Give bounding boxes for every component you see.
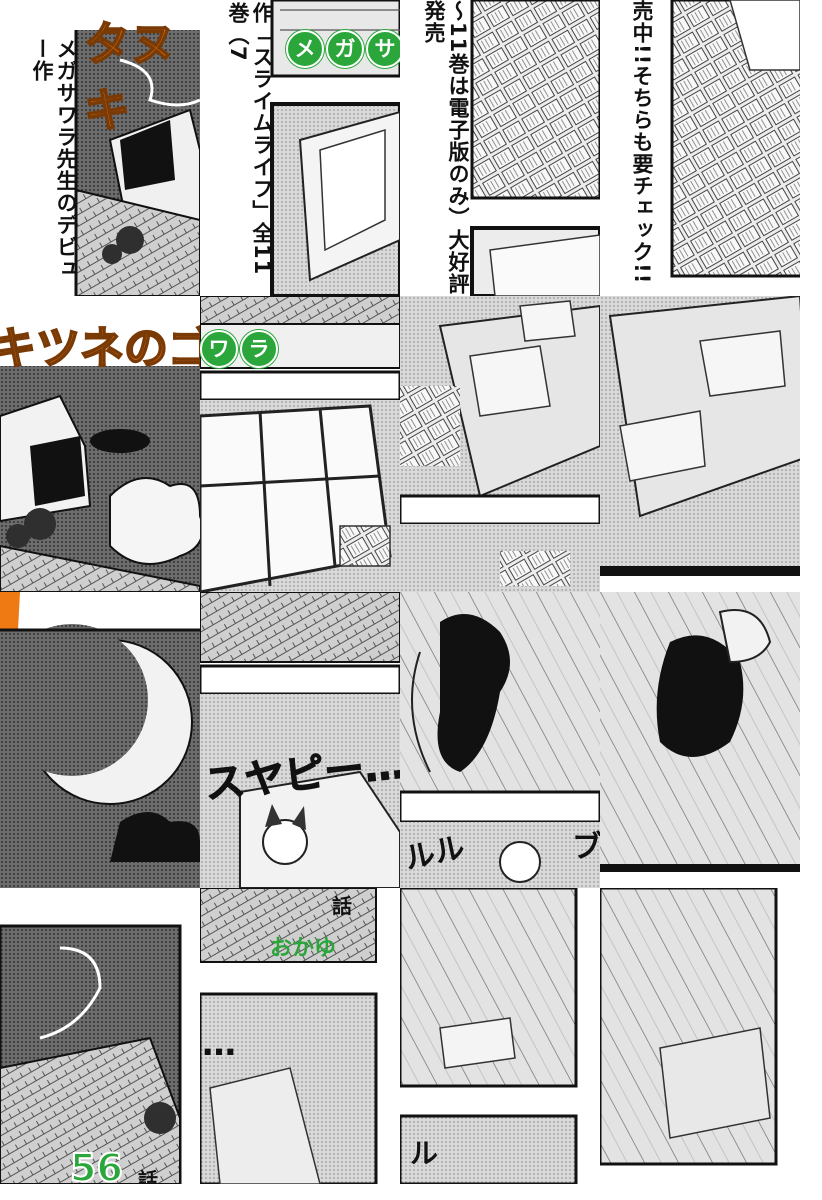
tile-r4-c3: ル (400, 888, 600, 1184)
tile-r4-c2: 話 おかゆ … (200, 888, 400, 1184)
tile-r1-c3: 〜11巻は電子版のみ）大好評発売 (400, 0, 600, 296)
author-name-pills: メ ガ サ (286, 30, 400, 70)
chapter-suffix: 話 (332, 894, 352, 918)
tile-r3-c4 (600, 592, 800, 888)
shelf-books-art (470, 0, 600, 296)
promo-vertical-text: 売中!!そちらも要チェック!! (630, 0, 654, 285)
ellipsis-text: … (202, 1024, 236, 1064)
crescent-moon-art (0, 592, 200, 888)
tile-r2-c3 (400, 296, 600, 592)
promo-vertical-text: 〜11巻は電子版のみ）大好評発売 (422, 0, 470, 296)
author-name-pills: ワ ラ (200, 330, 290, 370)
author-name: おかゆ (270, 936, 337, 961)
floor-closeup-art (600, 888, 778, 1166)
series-logo-fragment: タヌキ (83, 16, 177, 138)
series-logo-fragment: キツネのゴン (0, 322, 200, 375)
corridor-art (200, 888, 378, 1184)
shelf-books-art (670, 0, 800, 278)
tile-r3-c3: ルル ブ (400, 592, 600, 888)
rumble-sound-effect: ル (410, 1137, 439, 1170)
desk-books-art (400, 296, 600, 592)
night-roof-chapter-art (0, 924, 182, 1184)
author-pill-2: ガ (326, 30, 364, 68)
floor-closeup-art (400, 888, 578, 1184)
tile-r4-c1: 56 話 (0, 888, 200, 1184)
promo-vertical-text: 作「スライムライフ」全11巻（7 (226, 2, 274, 276)
tile-r3-c2: スヤピー… (200, 592, 400, 888)
chapter-suffix: 話 (138, 1168, 158, 1184)
rumble-sound-effect-right: ブ (572, 830, 600, 865)
bedroom-sleeping-art (200, 592, 400, 888)
author-pill-5: ラ (240, 330, 278, 368)
tile-r2-c4 (600, 296, 800, 592)
temple-roof-night-art (0, 366, 200, 592)
chapter-number: 56 (69, 1145, 124, 1184)
tile-r1-c2: 作「スライムライフ」全11巻（7 メ ガ サ (200, 0, 400, 296)
tile-r3-c1 (0, 592, 200, 888)
desk-books-art (600, 296, 800, 576)
tile-r1-c4: 売中!!そちらも要チェック!! (600, 0, 800, 296)
girl-on-floor-art (400, 592, 600, 888)
author-pill-1: メ (286, 30, 324, 68)
promo-vertical-text: メガサワラ先生のデビュー作 (30, 38, 78, 280)
author-pill-4: ワ (200, 330, 238, 368)
girl-on-floor-art (600, 592, 800, 872)
tile-r2-c2: ワ ラ (200, 296, 400, 592)
tile-r4-c4 (600, 888, 800, 1184)
author-pill-3: サ (366, 30, 400, 68)
tile-r1-c1: タヌキ メガサワラ先生のデビュー作 (0, 0, 200, 296)
tall-window-art (200, 296, 400, 592)
tile-r2-c1: キツネのゴン (0, 296, 200, 592)
night-sky-roof-art (74, 30, 200, 296)
